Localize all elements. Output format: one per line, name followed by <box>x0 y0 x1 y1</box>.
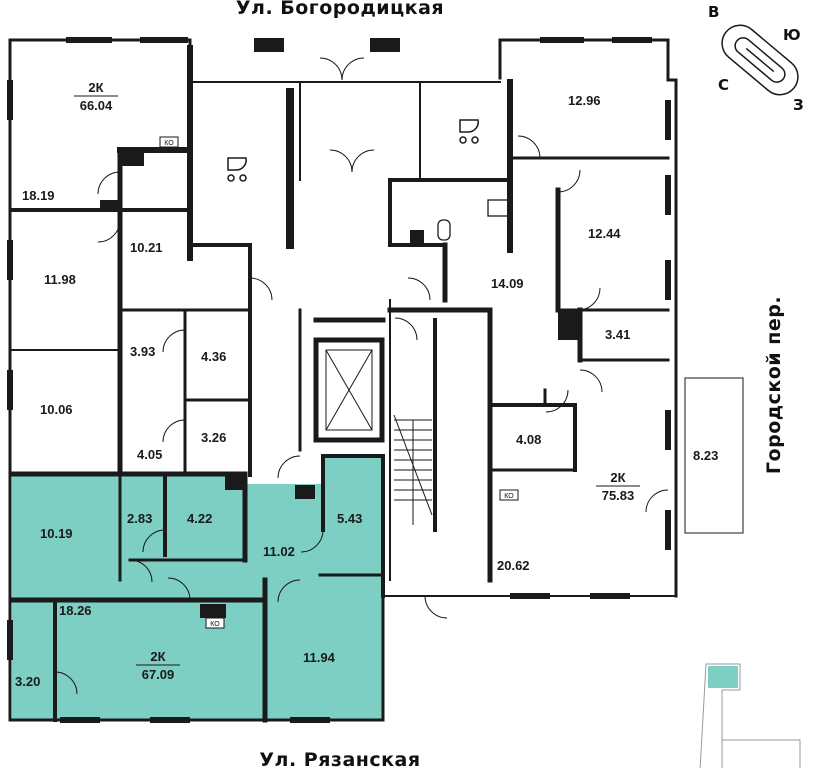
apartment-area: 75.83 <box>602 488 635 503</box>
room-area: 8.23 <box>693 448 718 463</box>
doors <box>54 57 669 695</box>
sink-icon <box>487 199 509 217</box>
street-bottom: Ул. Рязанская <box>259 749 420 768</box>
stroller-icon <box>227 119 479 182</box>
compass-south: Ю <box>783 26 801 44</box>
room-area: 4.36 <box>201 349 226 364</box>
apartment-area[interactable]: 67.09 <box>142 667 175 682</box>
toilet-icon <box>437 219 451 241</box>
balcony <box>684 377 744 534</box>
room-labels: 18.19 10.21 11.98 3.93 4.36 10.06 4.05 3… <box>15 93 718 689</box>
apartment-type: 2К <box>88 80 103 95</box>
ko-marker: КО <box>159 136 179 148</box>
room-area: 10.21 <box>130 240 163 255</box>
room-area: 10.19 <box>40 526 73 541</box>
svg-text:КО: КО <box>210 621 220 628</box>
room-area: 12.44 <box>588 226 621 241</box>
room-area: 18.26 <box>59 603 92 618</box>
room-area: 4.22 <box>187 511 212 526</box>
room-area: 3.41 <box>605 327 630 342</box>
compass-north: С <box>718 76 729 94</box>
key-plan-highlight <box>708 666 738 688</box>
room-area: 5.43 <box>337 511 362 526</box>
stairs <box>393 414 433 525</box>
key-plan <box>699 663 801 768</box>
room-area: 3.26 <box>201 430 226 445</box>
room-area: 3.20 <box>15 674 40 689</box>
room-area: 3.93 <box>130 344 155 359</box>
compass-east: В <box>708 3 719 21</box>
room-area: 14.09 <box>491 276 524 291</box>
apartment-area: 66.04 <box>80 98 113 113</box>
room-area: 10.06 <box>40 402 73 417</box>
room-area: 4.08 <box>516 432 541 447</box>
ko-marker: КО <box>205 617 225 629</box>
walls <box>8 38 678 723</box>
room-area: 11.02 <box>263 544 295 559</box>
room-area: 4.05 <box>137 447 162 462</box>
svg-text:КО: КО <box>504 493 514 500</box>
room-area: 2.83 <box>127 511 152 526</box>
room-area: 11.94 <box>303 650 336 665</box>
room-area: 20.62 <box>497 558 530 573</box>
street-top: Ул. Богородицкая <box>236 0 444 19</box>
apartment-type[interactable]: 2К <box>150 649 165 664</box>
room-area: 18.19 <box>22 188 55 203</box>
room-area: 11.98 <box>44 272 76 287</box>
elevator <box>325 349 373 431</box>
apartment-type: 2К <box>610 470 625 485</box>
room-area: 12.96 <box>568 93 601 108</box>
street-right: Городской пер. <box>763 296 785 474</box>
facade-blocks <box>7 37 671 723</box>
ko-marker: КО <box>499 489 519 501</box>
compass: В Ю С З <box>708 3 804 114</box>
svg-text:КО: КО <box>164 140 174 147</box>
highlighted-apartment[interactable] <box>12 456 383 720</box>
compass-west: З <box>793 96 804 114</box>
highlighted-area <box>12 456 383 720</box>
